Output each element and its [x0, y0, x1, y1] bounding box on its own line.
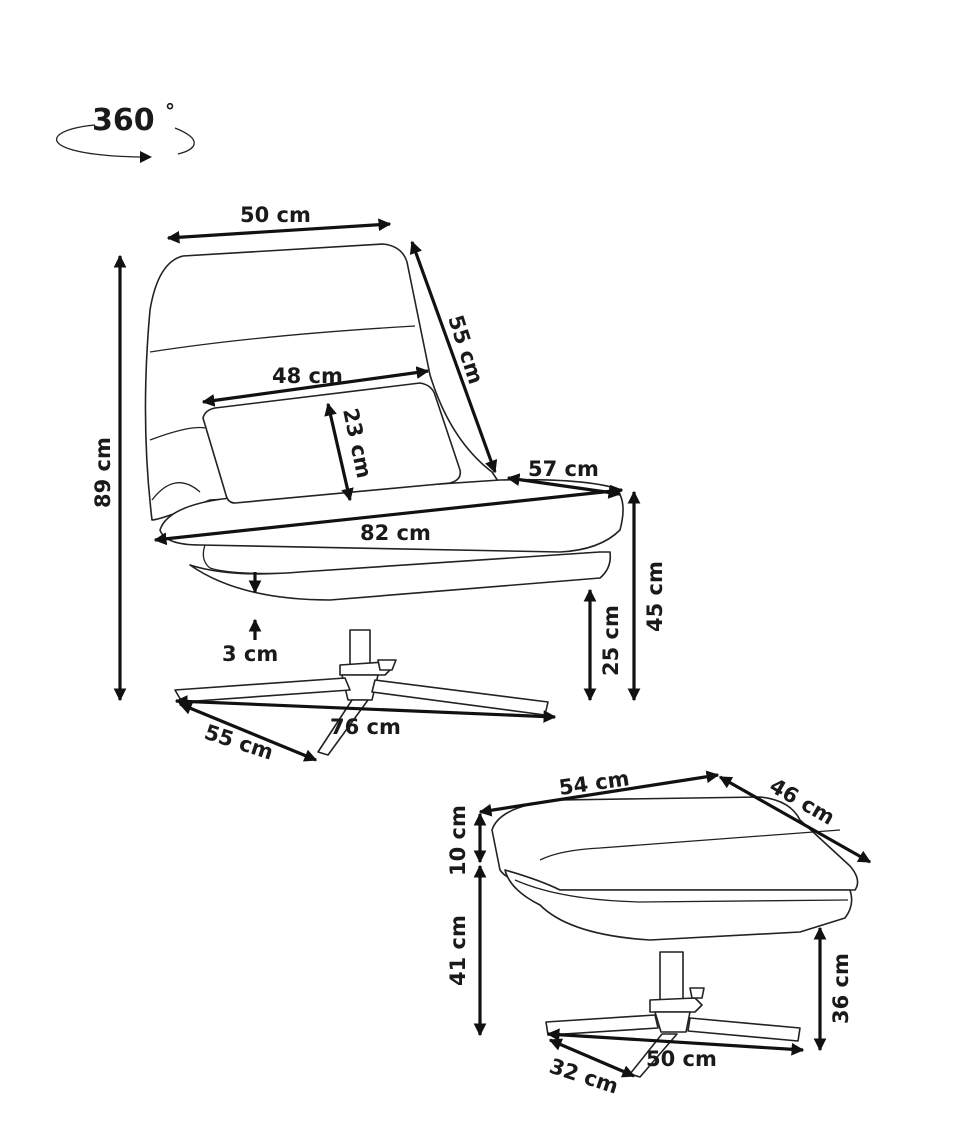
chair-back-height-arrow: [409, 240, 498, 474]
ottoman-width-arrow: [478, 770, 720, 817]
rotation-degree: °: [165, 99, 175, 123]
ottoman-base-height-label: 41 cm: [446, 915, 470, 986]
rotation-label: 360: [92, 103, 155, 138]
pillow-width-arrow: [201, 366, 430, 407]
seat-depth-label: 57 cm: [528, 457, 599, 481]
chair-total-height-label: 89 cm: [91, 437, 115, 508]
chair-total-width-arrow: [153, 484, 624, 546]
chair-total-width-label: 82 cm: [360, 521, 431, 545]
chair-dimension-lines: [113, 218, 641, 762]
ottoman-base-width-label: 50 cm: [646, 1047, 717, 1071]
seat-height-label: 45 cm: [643, 561, 667, 632]
ottoman-drawing: [491, 796, 859, 1078]
ottoman-base-depth-arrow: [548, 1038, 636, 1078]
base-height-label: 25 cm: [599, 605, 623, 676]
chair-top-width-arrow: [166, 218, 392, 244]
ottoman-seat-height-label: 36 cm: [829, 953, 853, 1024]
ottoman-width-label: 54 cm: [557, 766, 631, 800]
seat-thickness-label: 3 cm: [222, 642, 278, 666]
ottoman-base-width-arrow: [546, 1028, 805, 1056]
pillow-height-arrow: [324, 402, 354, 502]
ottoman-base-depth-label: 32 cm: [546, 1054, 621, 1099]
pillow-width-label: 48 cm: [272, 364, 343, 388]
chair-top-width-label: 50 cm: [240, 203, 311, 227]
ottoman-depth-arrow: [718, 775, 872, 864]
ottoman-dimension-lines: [473, 770, 872, 1078]
base-depth-arrow: [178, 702, 318, 762]
rotation-360-icon: 360 °: [55, 99, 195, 163]
ottoman-cushion-height-label: 10 cm: [446, 805, 470, 876]
base-width-label: 76 cm: [330, 715, 401, 739]
chair-drawing: [144, 243, 624, 756]
